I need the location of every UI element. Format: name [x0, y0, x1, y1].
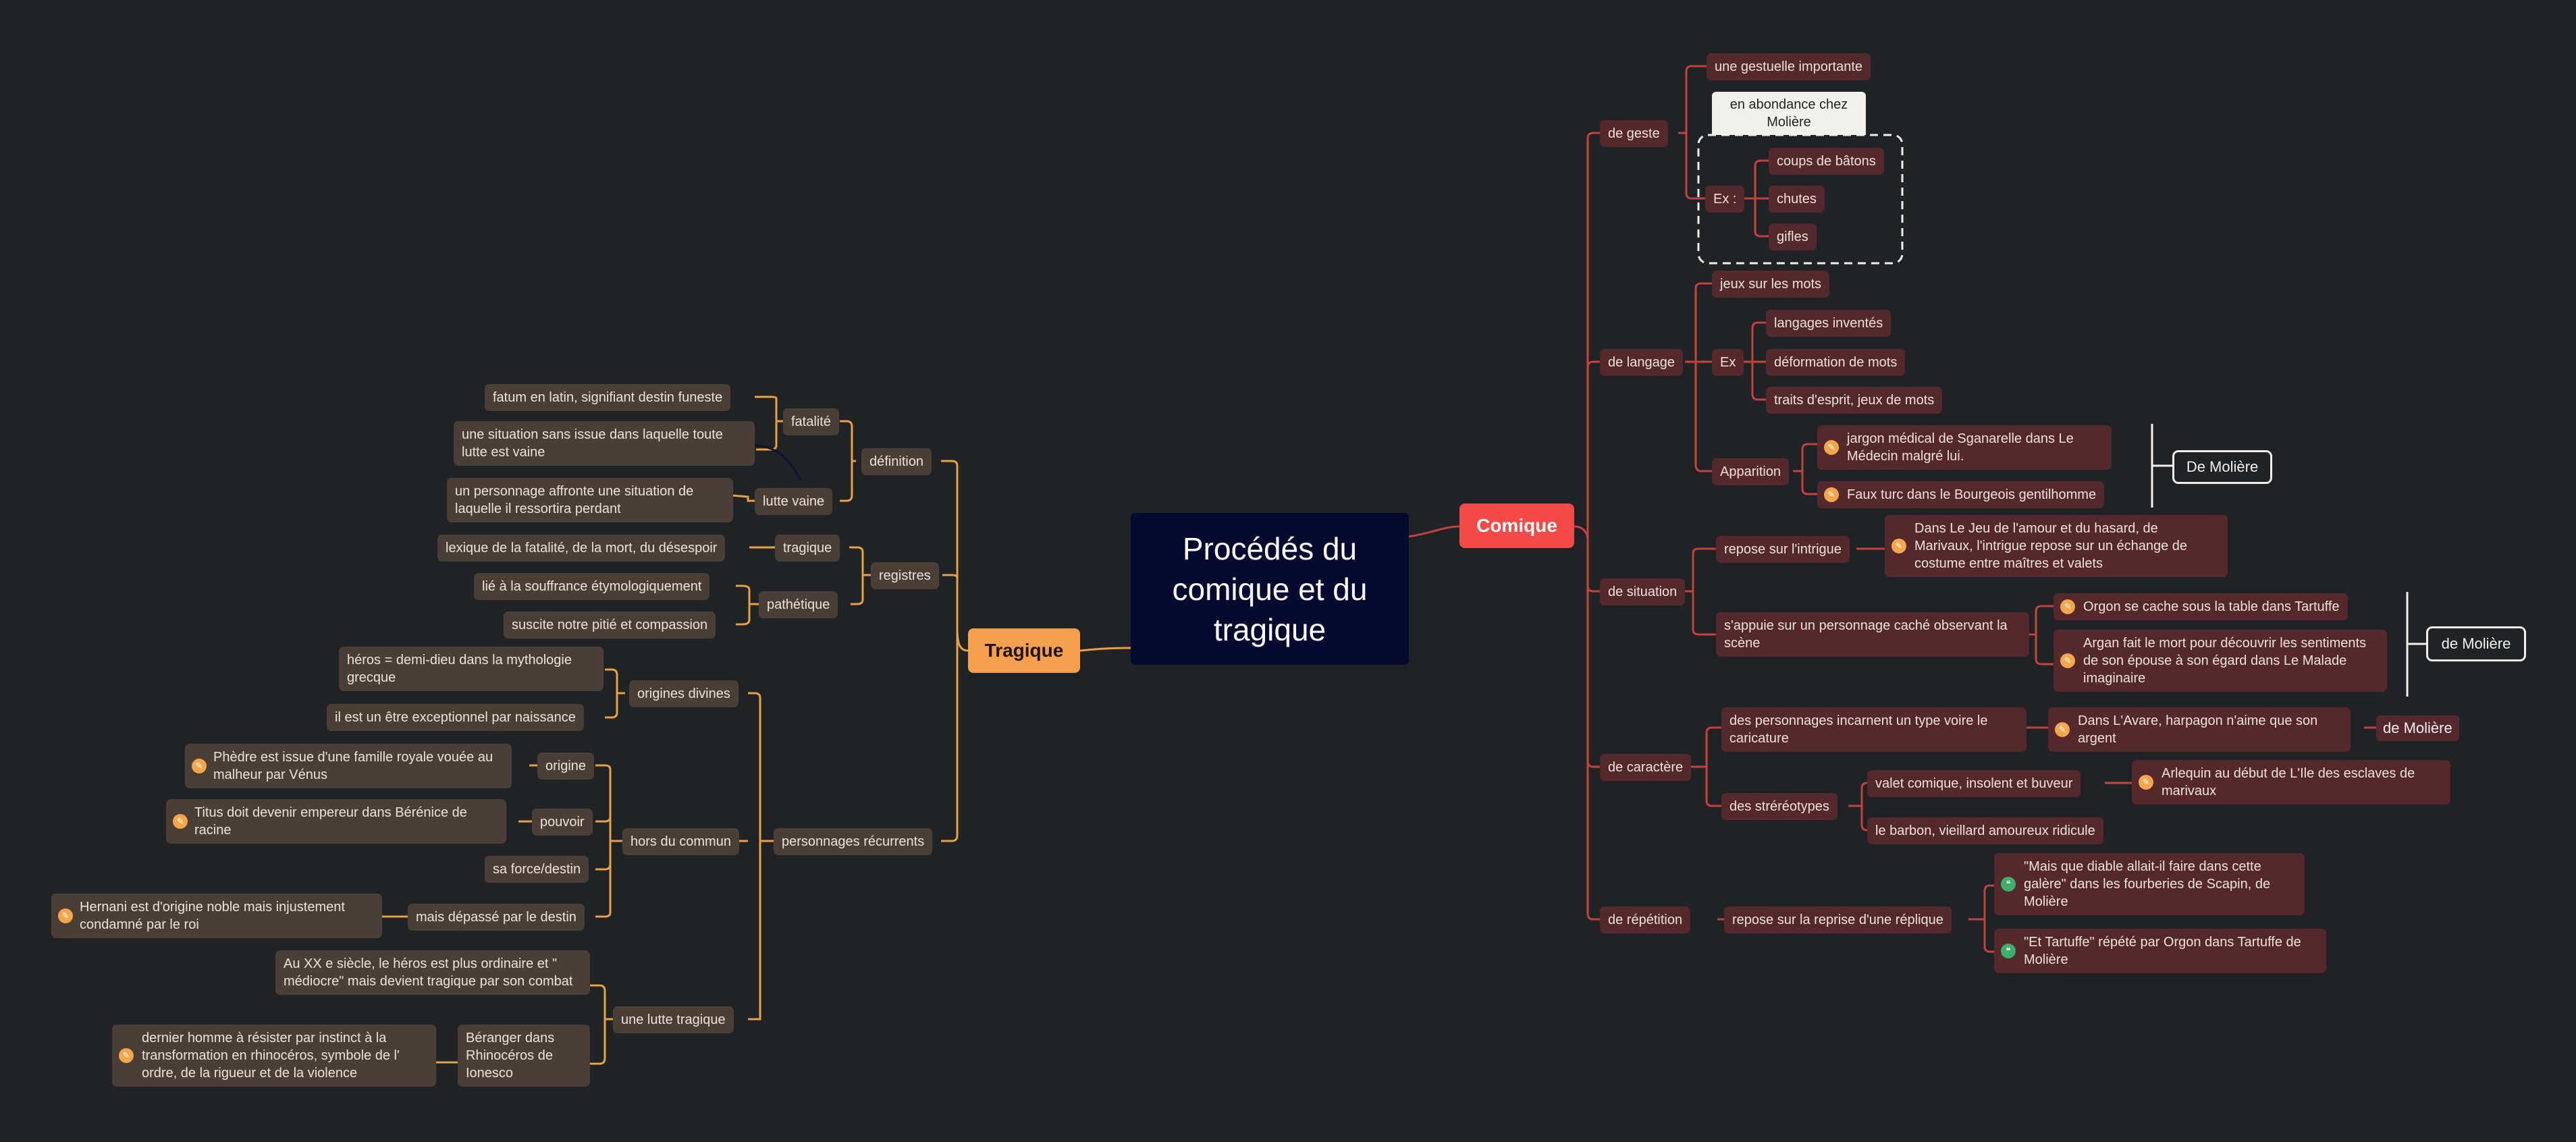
topic-repose-intrigue[interactable]: repose sur l'intrigue	[1716, 536, 1850, 563]
summary-de-moliere-2[interactable]: de Molière	[2426, 626, 2526, 661]
topic-beranger[interactable]: Béranger dans Rhinocéros de Ionesco	[458, 1025, 590, 1087]
topic-personnage-cache[interactable]: s'appuie sur un personnage caché observa…	[1716, 612, 2029, 657]
topic-reprise[interactable]: repose sur la reprise d'une réplique	[1724, 906, 1952, 933]
topic-personnage-affronte[interactable]: un personnage affronte une situation de …	[447, 478, 733, 522]
topic-heros-demi-dieu[interactable]: héros = demi-dieu dans la mythologie gre…	[339, 647, 603, 691]
summary-de-moliere-1[interactable]: De Molière	[2172, 450, 2272, 484]
topic-coups[interactable]: coups de bâtons	[1769, 148, 1884, 175]
topic-ex-langage[interactable]: Ex	[1712, 349, 1744, 376]
topic-label: "Mais que diable allait-il faire dans ce…	[2024, 859, 2271, 909]
topic-de-langage[interactable]: de langage	[1600, 349, 1683, 376]
topic-langages-inventes[interactable]: langages inventés	[1766, 310, 1891, 337]
topic-hors-du-commun[interactable]: hors du commun	[622, 828, 739, 855]
main-topic-comique[interactable]: Comique	[1459, 504, 1574, 548]
topic-de-caractere[interactable]: de caractère	[1600, 754, 1692, 781]
topic-force-destin[interactable]: sa force/destin	[485, 856, 589, 883]
topic-pouvoir[interactable]: pouvoir	[532, 809, 593, 836]
topic-lexique[interactable]: lexique de la fatalité, de la mort, du d…	[437, 535, 726, 562]
pencil-icon: ✎	[58, 908, 73, 923]
topic-chutes[interactable]: chutes	[1769, 186, 1825, 213]
pencil-icon: ✎	[2060, 653, 2075, 668]
central-topic-label: Procédés du comique et du tragique	[1172, 531, 1368, 647]
topic-souffrance[interactable]: lié à la souffrance étymologiquement	[474, 573, 710, 600]
topic-deformation[interactable]: déformation de mots	[1766, 349, 1906, 376]
topic-label: dernier homme à résister par instinct à …	[142, 1031, 400, 1081]
label-de-moliere-3[interactable]: de Molière	[2376, 715, 2459, 741]
topic-faux-turc[interactable]: ✎ Faux turc dans le Bourgeois gentilhomme	[1817, 481, 2105, 508]
topic-origines-divines[interactable]: origines divines	[629, 680, 739, 707]
topic-jeu-amour[interactable]: ✎ Dans Le Jeu de l'amour et du hasard, de…	[1885, 515, 2228, 577]
topic-diable[interactable]: ❝ "Mais que diable allait-il faire dans c…	[1994, 853, 2305, 915]
topic-de-repetition[interactable]: de répétition	[1600, 906, 1691, 933]
topic-argan[interactable]: ✎ Argan fait le mort pour découvrir les s…	[2054, 630, 2387, 692]
topic-label: Faux turc dans le Bourgeois gentilhomme	[1847, 487, 2097, 502]
topic-type-caricature[interactable]: des personnages incarnent un type voire …	[1721, 707, 2027, 752]
topic-label: "Et Tartuffe" répété par Orgon dans Tart…	[2024, 935, 2301, 967]
pencil-icon: ✎	[1824, 440, 1839, 455]
topic-jeux-mots[interactable]: jeux sur les mots	[1712, 271, 1830, 298]
main-topic-label: Comique	[1476, 515, 1557, 536]
topic-stereotypes[interactable]: des stréréotypes	[1721, 793, 1837, 820]
topic-depasse[interactable]: mais dépassé par le destin	[408, 904, 585, 931]
callout-abondance[interactable]: en abondance chez Molière	[1712, 92, 1866, 135]
topic-titus[interactable]: ✎ Titus doit devenir empereur dans Béréni…	[166, 799, 506, 844]
topic-et-tartuffe[interactable]: ❝ "Et Tartuffe" répété par Orgon dans Tar…	[1994, 929, 2326, 973]
topic-apparition[interactable]: Apparition	[1712, 458, 1790, 485]
topic-registres[interactable]: registres	[871, 562, 939, 589]
topic-orgon-cache[interactable]: ✎ Orgon se cache sous la table dans Tartu…	[2054, 593, 2348, 620]
topic-personnages-recurrents[interactable]: personnages récurrents	[774, 828, 933, 855]
quote-icon: ❝	[2001, 944, 2016, 958]
topic-hernani[interactable]: ✎ Hernani est d'origine noble mais injust…	[51, 894, 382, 938]
topic-etre-exceptionnel[interactable]: il est un être exceptionnel par naissanc…	[327, 704, 584, 731]
topic-origine[interactable]: origine	[537, 753, 595, 780]
topic-label: Orgon se cache sous la table dans Tartuf…	[2083, 599, 2340, 614]
topic-phedre[interactable]: ✎ Phèdre est issue d'une famille royale v…	[185, 744, 512, 788]
topic-situation-sans-issue[interactable]: une situation sans issue dans laquelle t…	[454, 421, 755, 466]
topic-label: Dans L'Avare, harpagon n'aime que son ar…	[2078, 713, 2318, 746]
pencil-icon: ✎	[119, 1048, 134, 1063]
central-topic[interactable]: Procédés du comique et du tragique	[1131, 513, 1409, 665]
topic-tragique-registre[interactable]: tragique	[775, 535, 840, 562]
topic-pitie[interactable]: suscite notre pitié et compassion	[504, 611, 716, 638]
topic-de-geste[interactable]: de geste	[1600, 120, 1668, 147]
topic-de-situation[interactable]: de situation	[1600, 578, 1686, 605]
topic-barbon[interactable]: le barbon, vieillard amoureux ridicule	[1867, 817, 2103, 844]
topic-traits-esprit[interactable]: traits d'esprit, jeux de mots	[1766, 387, 1943, 414]
pencil-icon: ✎	[2055, 722, 2070, 737]
topic-definition[interactable]: définition	[861, 448, 932, 475]
topic-fatalite[interactable]: fatalité	[783, 408, 839, 435]
main-topic-tragique[interactable]: Tragique	[968, 628, 1080, 673]
topic-ex-geste[interactable]: Ex :	[1705, 186, 1745, 213]
pencil-icon: ✎	[2060, 599, 2075, 614]
topic-jargon[interactable]: ✎ jargon médical de Sganarelle dans Le Mé…	[1817, 425, 2112, 470]
quote-icon: ❝	[2001, 877, 2016, 892]
topic-gestuelle[interactable]: une gestuelle importante	[1707, 53, 1871, 80]
pencil-icon: ✎	[2139, 775, 2153, 790]
topic-avare[interactable]: ✎ Dans L'Avare, harpagon n'aime que son a…	[2048, 707, 2351, 752]
topic-label: Arlequin au début de L'Ile des esclaves …	[2162, 766, 2415, 798]
topic-label: Argan fait le mort pour découvrir les se…	[2083, 636, 2367, 686]
topic-pathetique[interactable]: pathétique	[759, 591, 838, 618]
topic-lutte-vaine[interactable]: lutte vaine	[755, 488, 833, 515]
pencil-icon: ✎	[173, 814, 188, 829]
pencil-icon: ✎	[1891, 539, 1906, 553]
topic-label: jargon médical de Sganarelle dans Le Méd…	[1847, 431, 2074, 464]
topic-xx-siecle[interactable]: Au XX e siècle, le héros est plus ordina…	[275, 950, 590, 995]
topic-label: Titus doit devenir empereur dans Bérénic…	[194, 805, 467, 838]
main-topic-label: Tragique	[984, 640, 1064, 661]
topic-label: Dans Le Jeu de l'amour et du hasard, de …	[1914, 521, 2188, 571]
topic-gifles[interactable]: gifles	[1769, 223, 1817, 250]
topic-valet[interactable]: valet comique, insolent et buveur	[1867, 770, 2081, 797]
topic-arlequin[interactable]: ✎ Arlequin au début de L'Ile des esclaves…	[2132, 760, 2450, 805]
topic-lutte-tragique[interactable]: une lutte tragique	[613, 1006, 734, 1033]
topic-label: Phèdre est issue d'une famille royale vo…	[213, 750, 493, 782]
pencil-icon: ✎	[192, 759, 207, 773]
topic-fatum[interactable]: fatum en latin, signifiant destin funest…	[485, 384, 731, 411]
topic-dernier-homme[interactable]: ✎ dernier homme à résister par instinct à…	[112, 1025, 436, 1087]
pencil-icon: ✎	[1824, 487, 1839, 502]
topic-label: Hernani est d'origine noble mais injuste…	[80, 900, 345, 932]
